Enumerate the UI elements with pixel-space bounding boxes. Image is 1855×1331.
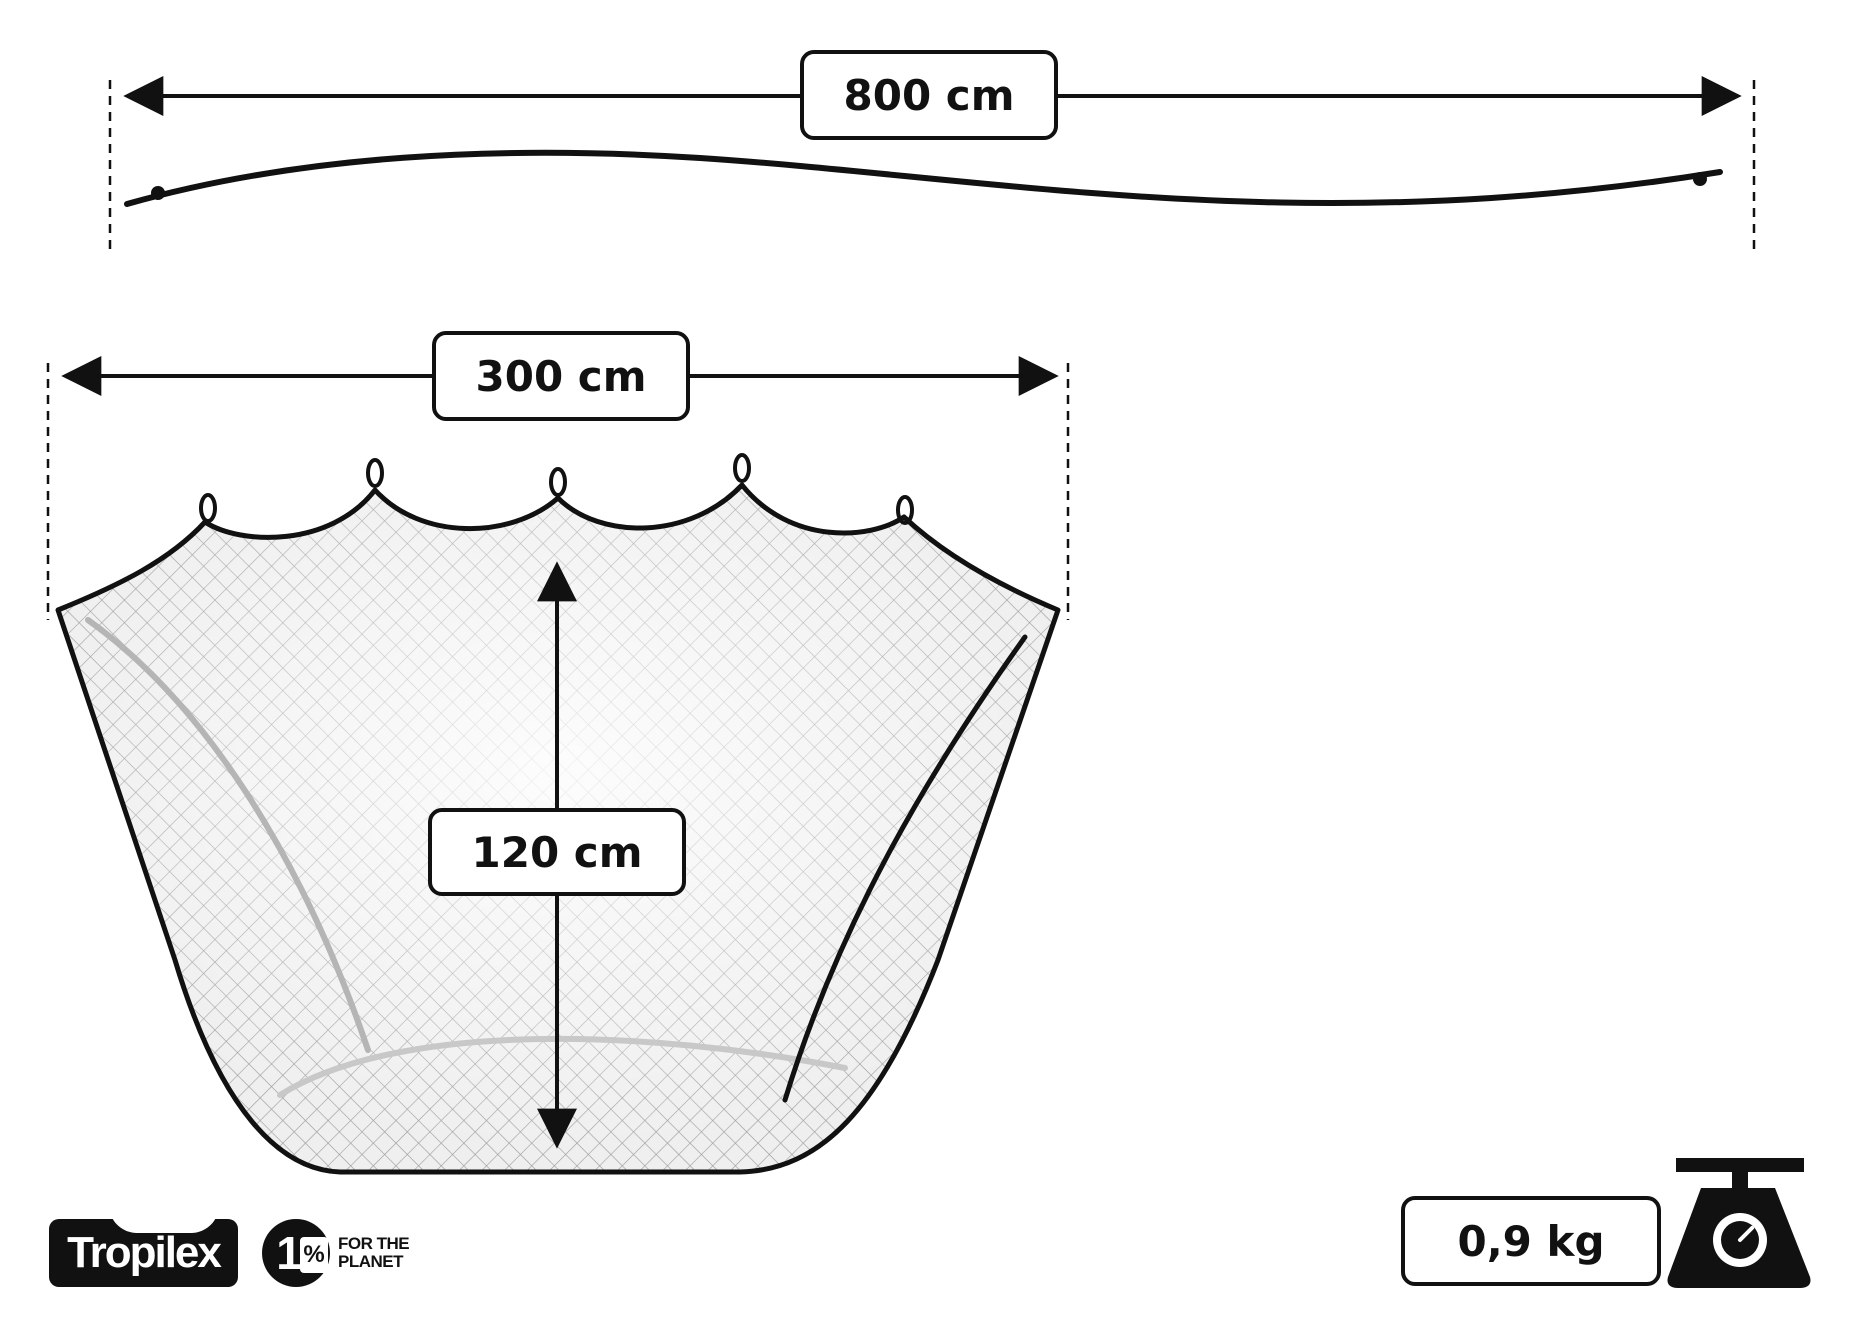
net-fold-bottom (277, 1035, 848, 1098)
suspension-cord (124, 149, 1723, 207)
hanging-loop (733, 453, 751, 483)
for-the-planet-text: FOR THE PLANET (338, 1234, 410, 1271)
net-outline (55, 482, 1061, 1175)
tropilex-logo-text: Tropilex (67, 1228, 222, 1277)
cord-right-knot (1693, 172, 1707, 186)
hanging-loop (549, 467, 567, 497)
depth-label: 120 cm (428, 808, 686, 896)
one-percent-number: 1 (276, 1227, 302, 1279)
one-percent-for-the-planet-logo: 1 % FOR THE PLANET (262, 1219, 432, 1289)
cord-left-knot (151, 186, 165, 200)
width-label: 300 cm (432, 331, 690, 421)
hanging-loop (199, 493, 217, 523)
for-the-line: FOR THE (338, 1234, 410, 1253)
scale-icon (1667, 1158, 1811, 1288)
hanging-loop (896, 495, 914, 525)
weight-label: 0,9 kg (1401, 1196, 1661, 1286)
percent-sign: % (300, 1237, 328, 1273)
tropilex-logo: Tropilex (49, 1205, 238, 1287)
net-fold-right (782, 634, 1028, 1103)
net-fold-left (85, 617, 371, 1053)
hanging-loop (366, 458, 384, 488)
planet-line: PLANET (338, 1252, 404, 1271)
length-label: 800 cm (800, 50, 1058, 140)
one-percent-badge: 1 % (262, 1219, 330, 1287)
